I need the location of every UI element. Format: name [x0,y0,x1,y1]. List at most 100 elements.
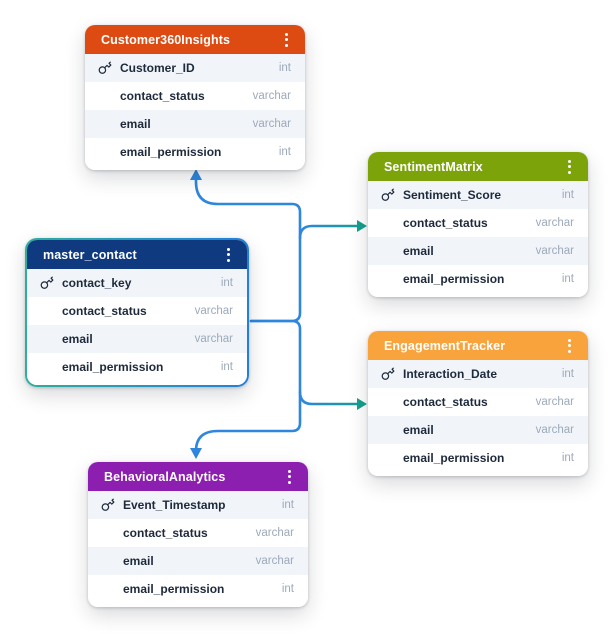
field-name: contact_status [403,216,488,230]
selection-outline: master_contact contact_key int contact_s… [25,238,249,387]
field-name: email_permission [403,272,505,286]
field-row-Event_Timestamp[interactable]: Event_Timestamp int [88,491,308,519]
key-icon [381,188,395,201]
field-type: varchar [535,424,574,436]
table-sentimentmatrix[interactable]: SentimentMatrix Sentiment_Score int cont… [368,152,588,297]
table-title: SentimentMatrix [384,159,483,174]
field-row-email_permission[interactable]: email_permission int [368,444,588,472]
table-master-contact[interactable]: master_contact contact_key int contact_s… [27,240,247,385]
connector-master-to-customer360insights [194,178,302,323]
key-icon [40,276,54,289]
arrowhead-behavioralanalytics [190,448,202,459]
field-name: email [123,554,154,568]
field-type: varchar [255,527,294,539]
field-row-email_permission[interactable]: email_permission int [27,353,247,381]
field-row-contact_status[interactable]: contact_status varchar [27,297,247,325]
card-bottom-padding [85,166,305,170]
field-row-contact_status[interactable]: contact_status varchar [88,519,308,547]
card-bottom-padding [88,603,308,607]
field-type: int [278,146,291,158]
field-name: email_permission [120,145,222,159]
field-name: contact_status [120,89,205,103]
table-title: BehavioralAnalytics [104,469,226,484]
field-type: int [220,361,233,373]
field-type: varchar [535,396,574,408]
card-bottom-padding [368,472,588,476]
table-header[interactable]: SentimentMatrix [368,152,588,181]
table-header[interactable]: EngagementTracker [368,331,588,360]
field-row-email_permission[interactable]: email_permission int [85,138,305,166]
kebab-menu-icon[interactable] [281,30,292,50]
table-title: EngagementTracker [384,338,506,353]
table-header[interactable]: Customer360Insights [85,25,305,54]
field-name: Interaction_Date [403,367,498,381]
field-row-contact_key[interactable]: contact_key int [27,269,247,297]
field-row-email[interactable]: email varchar [85,110,305,138]
key-icon [381,367,395,380]
field-row-Interaction_Date[interactable]: Interaction_Date int [368,360,588,388]
field-type: int [281,583,294,595]
field-name: contact_status [62,304,147,318]
field-type: int [281,499,294,511]
field-row-email[interactable]: email varchar [88,547,308,575]
field-name: Event_Timestamp [123,498,226,512]
field-name: contact_key [62,276,132,290]
field-row-email[interactable]: email varchar [27,325,247,353]
kebab-menu-icon[interactable] [564,157,575,177]
field-row-Customer_ID[interactable]: Customer_ID int [85,54,305,82]
field-type: varchar [252,90,291,102]
card-bottom-padding [368,293,588,297]
field-name: email [62,332,93,346]
field-name: contact_status [403,395,488,409]
field-row-email[interactable]: email varchar [368,416,588,444]
field-row-contact_status[interactable]: contact_status varchar [368,388,588,416]
field-type: int [220,277,233,289]
table-behavioralanalytics[interactable]: BehavioralAnalytics Event_Timestamp int … [88,462,308,607]
card-bottom-padding [27,381,247,385]
field-type: varchar [194,305,233,317]
kebab-menu-icon[interactable] [223,245,234,265]
key-icon [98,61,112,74]
field-type: varchar [535,217,574,229]
field-row-email_permission[interactable]: email_permission int [368,265,588,293]
field-type: varchar [535,245,574,257]
field-row-Sentiment_Score[interactable]: Sentiment_Score int [368,181,588,209]
field-type: varchar [255,555,294,567]
field-row-email[interactable]: email varchar [368,237,588,265]
kebab-menu-icon[interactable] [564,336,575,356]
table-title: Customer360Insights [101,32,231,47]
table-title: master_contact [43,247,137,262]
field-name: email [403,423,434,437]
table-customer360insights[interactable]: Customer360Insights Customer_ID int cont… [85,25,305,170]
field-name: Sentiment_Score [403,188,502,202]
key-icon [101,498,115,511]
field-name: email [120,117,151,131]
field-name: email_permission [123,582,225,596]
field-type: varchar [194,333,233,345]
arrowhead-customer360insights [190,169,202,180]
field-name: email_permission [62,360,164,374]
field-type: int [561,273,574,285]
field-row-email_permission[interactable]: email_permission int [88,575,308,603]
table-header[interactable]: master_contact [27,240,247,269]
field-type: int [561,368,574,380]
table-header[interactable]: BehavioralAnalytics [88,462,308,491]
field-name: contact_status [123,526,208,540]
arrowhead-sentimentmatrix [357,220,367,232]
field-type: int [278,62,291,74]
field-type: int [561,189,574,201]
field-row-contact_status[interactable]: contact_status varchar [85,82,305,110]
connector-master-to-sentimentmatrix [298,224,361,240]
kebab-menu-icon[interactable] [284,467,295,487]
connector-master-to-engagementtracker [298,390,361,406]
table-engagementtracker[interactable]: EngagementTracker Interaction_Date int c… [368,331,588,476]
field-name: email_permission [403,451,505,465]
field-type: varchar [252,118,291,130]
field-row-contact_status[interactable]: contact_status varchar [368,209,588,237]
field-name: email [403,244,434,258]
arrowhead-engagementtracker [357,398,367,410]
field-name: Customer_ID [120,61,195,75]
connector-master-to-behavioralanalytics [194,319,302,454]
